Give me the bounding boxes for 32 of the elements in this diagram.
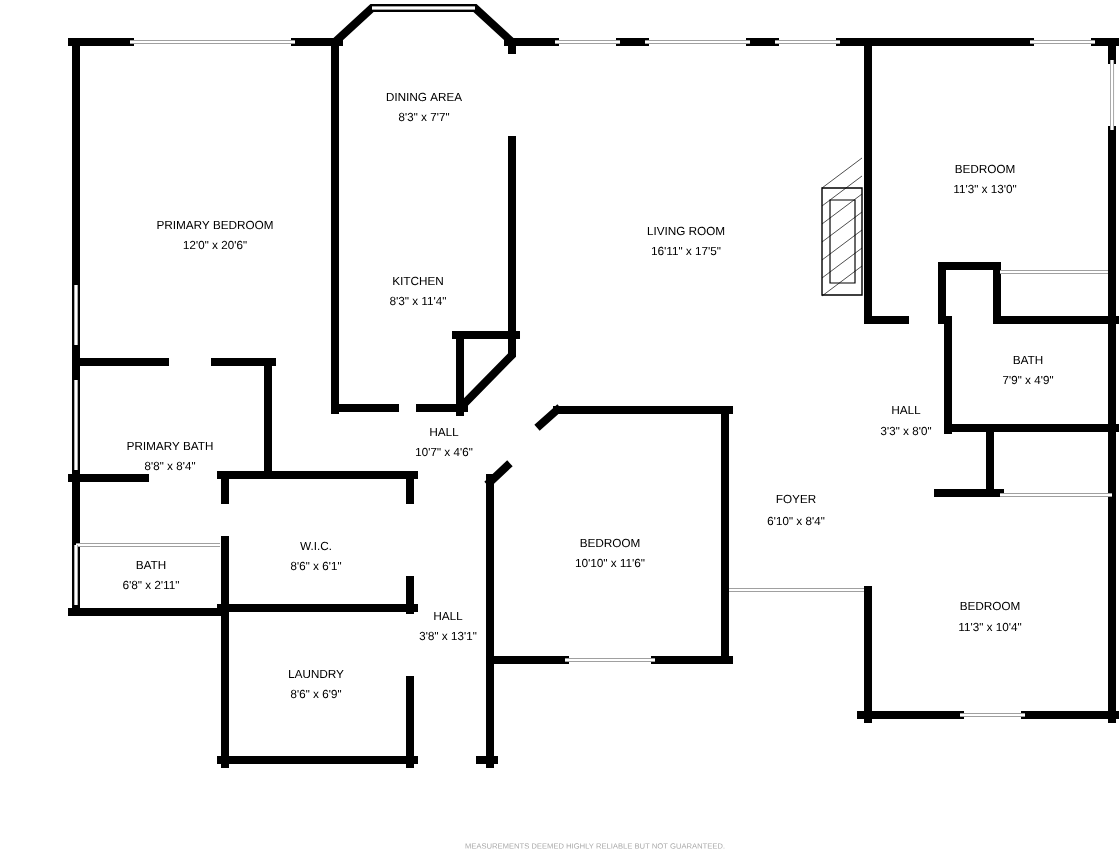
- room-name: HALL: [434, 611, 463, 621]
- room-dimensions: 8'6" x 6'9": [290, 689, 342, 699]
- room-dimensions: 8'3" x 11'4": [390, 296, 446, 306]
- room-name: KITCHEN: [393, 276, 443, 286]
- room-name: BEDROOM: [580, 538, 640, 548]
- room-name: FOYER: [776, 494, 816, 504]
- room-name: W.I.C.: [300, 541, 331, 551]
- room-dimensions: 6'8" x 2'11": [123, 580, 179, 590]
- room-name: BEDROOM: [960, 601, 1020, 611]
- room-dimensions: 3'8" x 13'1": [419, 631, 477, 641]
- room-dimensions: 7'9" x 4'9": [1003, 375, 1054, 385]
- room-dimensions: 11'3" x 10'4": [959, 622, 1022, 632]
- room-name: BATH: [1013, 355, 1043, 365]
- room-dimensions: 8'3" x 7'7": [398, 112, 450, 122]
- room-name: HALL: [892, 405, 921, 415]
- room-dimensions: 16'11" x 17'5": [651, 246, 721, 256]
- room-dimensions: 11'3" x 13'0": [954, 184, 1017, 194]
- room-dimensions: 10'10" x 11'6": [575, 558, 645, 568]
- room-name: BEDROOM: [955, 164, 1015, 174]
- room-dimensions: 8'8" x 8'4": [144, 461, 196, 471]
- room-name: LIVING ROOM: [647, 226, 725, 236]
- room-dimensions: 8'6" x 6'1": [290, 561, 342, 571]
- room-dimensions: 10'7" x 4'6": [416, 447, 473, 457]
- room-name: BATH: [136, 560, 166, 570]
- room-dimensions: 3'3" x 8'0": [880, 426, 932, 436]
- room-name: PRIMARY BATH: [127, 441, 213, 451]
- room-dimensions: 12'0" x 20'6": [183, 240, 247, 250]
- room-dimensions: 6'10" x 8'4": [767, 516, 825, 526]
- room-name: HALL: [430, 427, 459, 437]
- room-name: PRIMARY BEDROOM: [157, 220, 273, 230]
- room-name: DINING AREA: [386, 92, 463, 102]
- room-name: LAUNDRY: [289, 669, 344, 679]
